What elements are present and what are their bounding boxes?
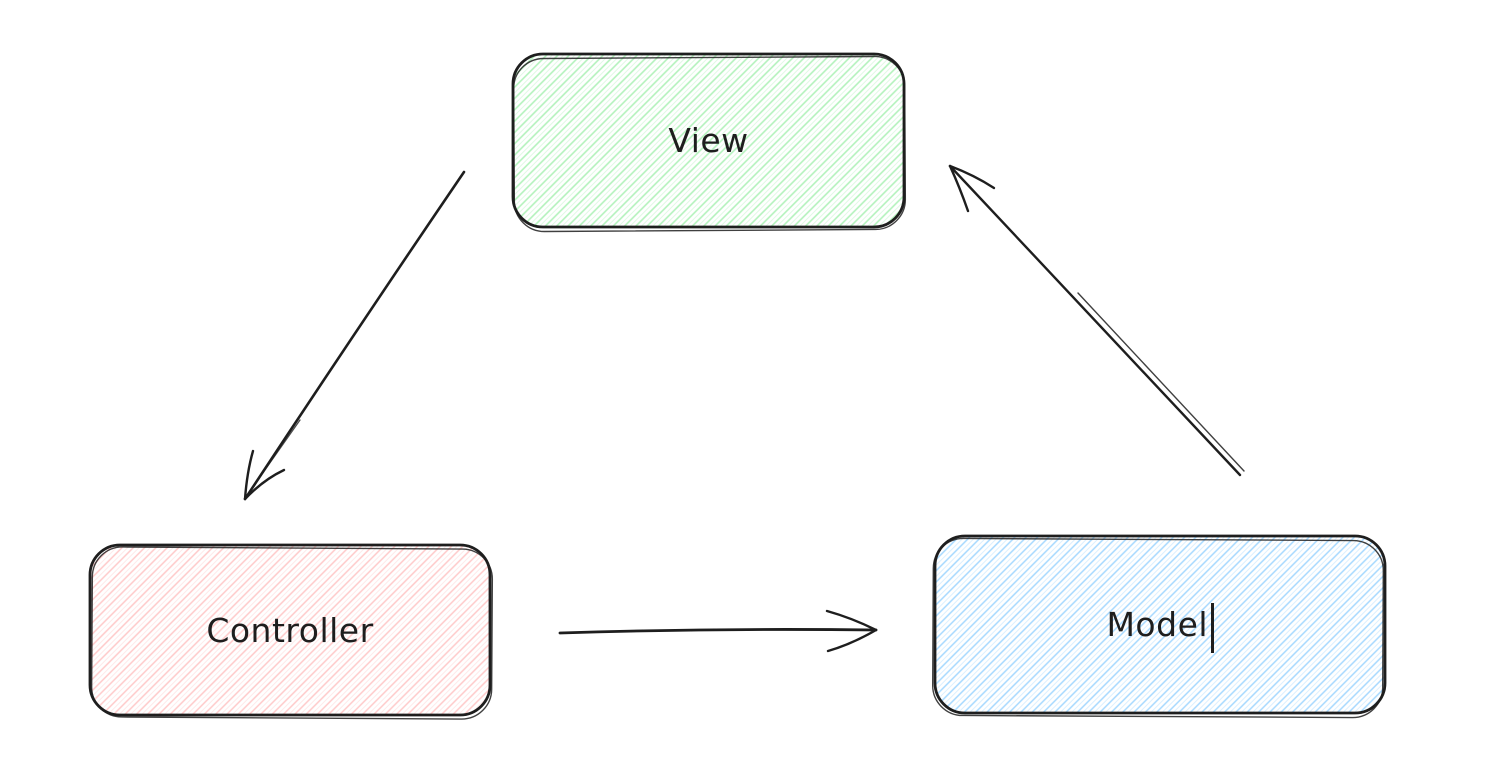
node-view-shape bbox=[511, 52, 906, 229]
node-controller-shape-overdraw bbox=[90, 546, 494, 720]
arrow-model-to-view-overdraw bbox=[1077, 292, 1245, 472]
arrow-view-to-controller-overdraw bbox=[247, 419, 301, 495]
arrow-model-to-view-head-1 bbox=[948, 164, 996, 190]
node-controller[interactable] bbox=[88, 543, 494, 720]
arrow-model-to-view[interactable] bbox=[948, 164, 1245, 477]
arrow-view-to-controller-line bbox=[243, 170, 466, 501]
arrow-view-to-controller-head-2 bbox=[243, 468, 286, 501]
node-model-shape-overdraw bbox=[931, 537, 1385, 719]
arrow-controller-to-model-head-1 bbox=[825, 609, 878, 632]
node-model-shape bbox=[933, 534, 1387, 715]
arrow-model-to-view-line bbox=[948, 164, 1242, 477]
node-model[interactable] bbox=[931, 534, 1387, 719]
arrow-view-to-controller-head-1 bbox=[243, 449, 255, 501]
arrow-controller-to-model[interactable] bbox=[558, 609, 878, 653]
node-view-shape-overdraw bbox=[512, 55, 907, 233]
arrow-view-to-controller[interactable] bbox=[243, 170, 466, 501]
arrow-controller-to-model-line bbox=[558, 628, 878, 635]
node-controller-shape bbox=[88, 543, 492, 717]
node-view[interactable] bbox=[511, 52, 907, 233]
arrow-model-to-view-head-2 bbox=[948, 164, 970, 213]
arrow-controller-to-model-head-2 bbox=[826, 628, 878, 653]
